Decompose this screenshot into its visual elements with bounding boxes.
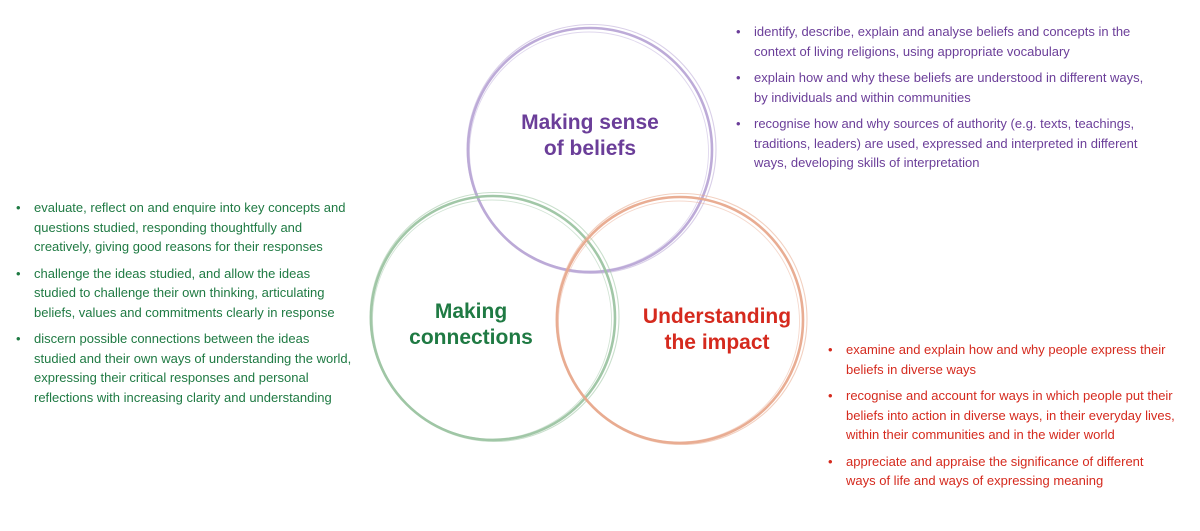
ring-stroke <box>555 192 808 446</box>
bullet-icon: • <box>828 388 833 403</box>
understanding-the-impact-circle <box>555 192 808 446</box>
title-line: Making <box>434 300 508 323</box>
bullet-icon: • <box>736 116 741 131</box>
ring-stroke <box>555 195 805 445</box>
list-item: • evaluate, reflect on and enquire into k… <box>14 198 354 257</box>
list-item: • recognise how and why sources of author… <box>734 114 1154 173</box>
list-item-text: challenge the ideas studied, and allow t… <box>34 265 335 320</box>
bullet-icon: • <box>16 265 21 281</box>
ring-stroke <box>466 26 714 274</box>
list-item: • discern possible connections between th… <box>14 329 354 407</box>
title-line: the impact <box>664 331 770 354</box>
making-sense-of-beliefs-title: Making sense of beliefs <box>490 110 690 162</box>
list-item-text: identify, describe, explain and analyse … <box>754 24 1131 59</box>
list-item-text: discern possible connections between the… <box>34 331 352 405</box>
title-line: Making sense <box>521 111 659 134</box>
list-item: • identify, describe, explain and analyse… <box>734 22 1154 61</box>
list-item-text: appreciate and appraise the significance… <box>846 453 1144 489</box>
list-item-text: examine and explain how and why people e… <box>846 342 1166 377</box>
title-line: Understanding <box>642 305 792 328</box>
list-item: • explain how and why these beliefs are u… <box>734 68 1154 107</box>
beliefs-bullet-list: • identify, describe, explain and analyse… <box>734 22 1154 180</box>
impact-bullet-list: • examine and explain how and why people … <box>826 340 1176 498</box>
bullet-icon: • <box>736 70 741 85</box>
bullet-icon: • <box>16 200 21 215</box>
list-item-text: recognise and account for ways in which … <box>846 388 1175 442</box>
understanding-the-impact-title: Understanding the impact <box>612 304 822 356</box>
bullet-icon: • <box>828 342 833 357</box>
making-connections-circle <box>369 191 620 443</box>
ring-stroke <box>369 191 620 443</box>
ring-stroke <box>369 194 617 442</box>
list-item-text: explain how and why these beliefs are un… <box>754 70 1144 105</box>
ring-stroke <box>372 199 612 440</box>
connections-bullet-list: • evaluate, reflect on and enquire into k… <box>14 198 354 414</box>
list-item: • recognise and account for ways in which… <box>826 386 1176 445</box>
title-line: connections <box>409 326 533 349</box>
list-item-text: evaluate, reflect on and enquire into ke… <box>34 200 346 254</box>
list-item: • appreciate and appraise the significanc… <box>826 452 1176 491</box>
making-sense-of-beliefs-circle <box>466 23 717 275</box>
bullet-icon: • <box>828 453 833 469</box>
bullet-icon: • <box>16 331 21 346</box>
ring-stroke <box>558 200 800 443</box>
title-line: of beliefs <box>543 137 637 160</box>
bullet-icon: • <box>736 24 741 39</box>
list-item-text: recognise how and why sources of authori… <box>754 116 1138 170</box>
ring-stroke <box>469 31 709 272</box>
ring-stroke <box>466 23 717 275</box>
making-connections-title: Making connections <box>366 299 576 351</box>
list-item: • examine and explain how and why people … <box>826 340 1176 379</box>
list-item: • challenge the ideas studied, and allow … <box>14 264 354 323</box>
